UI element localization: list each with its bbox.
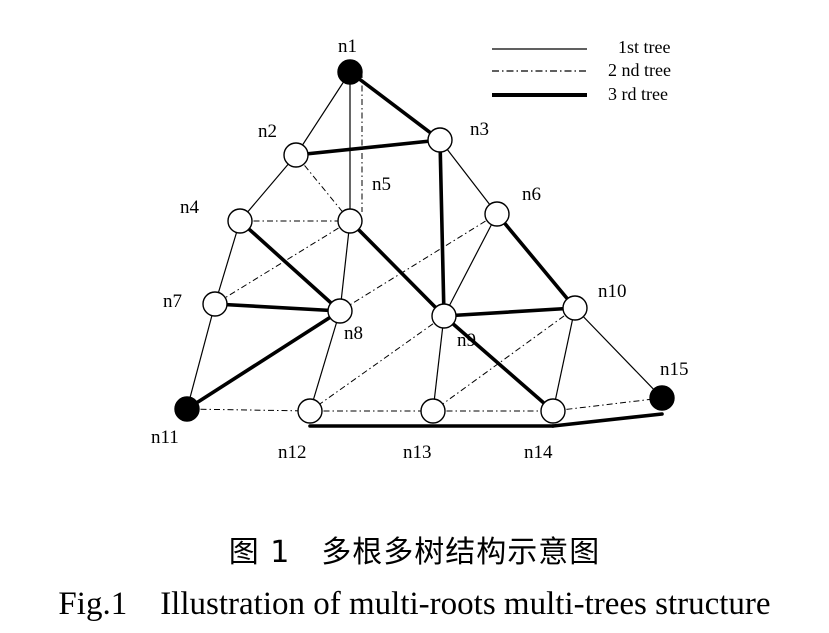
legend: 1st tree 2 nd tree 3 rd tree [492, 37, 671, 104]
node-n14 [540, 398, 566, 424]
edge-n5-n8 [339, 220, 351, 312]
edge-n10-n15 [574, 307, 663, 399]
label-n8: n8 [344, 323, 363, 344]
label-n12: n12 [278, 442, 307, 463]
node-n15 [649, 385, 675, 411]
node-n5 [337, 208, 363, 234]
multi-tree-diagram: 1st tree 2 nd tree 3 rd tree [151, 36, 689, 463]
label-n11: n11 [151, 427, 179, 448]
node-n10 [562, 295, 588, 321]
legend-label-first-tree: 1st tree [618, 37, 670, 57]
edge-n11-n12 [186, 408, 311, 412]
node-n11 [174, 396, 200, 422]
third-tree-edges [185, 70, 664, 428]
node-n12 [297, 398, 323, 424]
node-n13 [420, 398, 446, 424]
label-n6: n6 [522, 184, 541, 205]
edge-n9-n13 [432, 315, 445, 412]
edge-n8-n12 [309, 310, 341, 412]
node-n9 [431, 303, 457, 329]
edge-n8-n11-thick [185, 309, 342, 411]
edge-n2-n3 [294, 138, 442, 157]
label-n15: n15 [660, 359, 689, 380]
edge-n10-n14 [552, 307, 576, 412]
edge-n3-n9 [438, 138, 446, 318]
edge-n6-n9 [443, 213, 498, 317]
edge-n5-n9 [348, 219, 446, 318]
node-n6 [484, 201, 510, 227]
edge-n6-n10-thick [495, 212, 577, 310]
edge-n10-n13 [432, 307, 576, 412]
edge-n4-n8 [238, 219, 342, 313]
legend-label-second-tree: 2 nd tree [608, 60, 671, 80]
legend-label-third-tree: 3 rd tree [608, 84, 668, 104]
label-n5: n5 [372, 174, 391, 195]
nodes [174, 59, 675, 424]
edge-n7-n11 [186, 303, 216, 410]
label-n3: n3 [470, 119, 489, 140]
edge-n14-n15 [552, 397, 663, 412]
edge-n2-n4 [239, 154, 297, 222]
label-n10: n10 [598, 281, 627, 302]
node-n1 [337, 59, 363, 85]
label-n13: n13 [403, 442, 432, 463]
node-n2 [283, 142, 309, 168]
label-n14: n14 [524, 442, 553, 463]
edge-n14-n15-thick [551, 412, 664, 428]
edge-n2-n5 [295, 154, 351, 222]
label-n2: n2 [258, 121, 277, 142]
label-n4: n4 [180, 197, 200, 218]
node-n4 [227, 208, 253, 234]
figure-caption-english: Fig.1 Illustration of multi-roots multi-… [58, 586, 771, 622]
node-n8 [327, 298, 353, 324]
edge-n9-n10 [442, 306, 577, 318]
node-labels: n1 n2 n3 n4 n5 n6 n7 n8 n9 n10 n11 n12 n… [151, 36, 689, 463]
edge-n9-n14 [442, 314, 555, 413]
label-n7: n7 [163, 291, 182, 312]
node-n3 [427, 127, 453, 153]
figure-caption-chinese: 图 1 多根多树结构示意图 [228, 535, 601, 570]
edge-n6-n8 [339, 213, 498, 312]
edge-n4-n7 [214, 220, 241, 305]
edge-n1-n2 [295, 71, 351, 156]
edge-n9-n12 [309, 315, 445, 412]
edge-n5-n7 [214, 220, 351, 305]
label-n9: n9 [457, 330, 476, 351]
edge-n3-n6 [439, 139, 498, 215]
edge-n7-n8-thick [213, 302, 342, 313]
node-n7 [202, 291, 228, 317]
edge-n1-n3-thick [348, 70, 442, 142]
label-n1: n1 [338, 36, 357, 57]
